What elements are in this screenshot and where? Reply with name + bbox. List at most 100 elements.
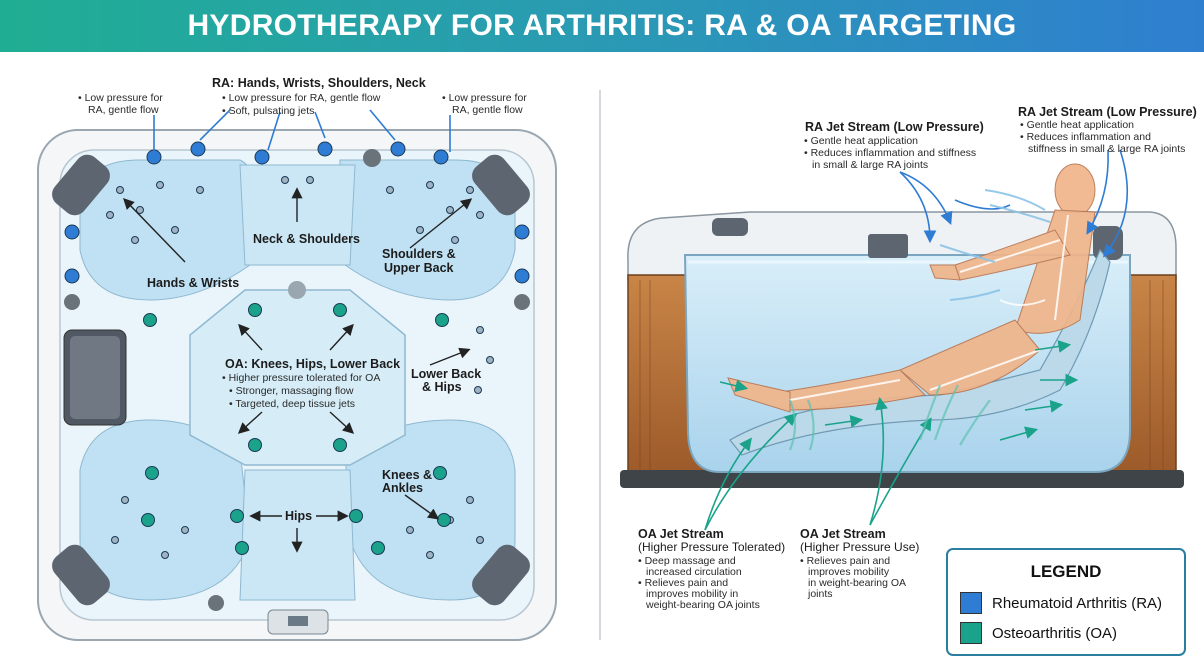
zone-knees-line-1: Knees & (382, 468, 432, 482)
oa-jet-callout-1: OA Jet Stream (Higher Pressure Tolerated… (638, 527, 785, 611)
legend-item-ra: Rheumatoid Arthritis (RA) (960, 592, 1162, 614)
jet-nozzle (121, 496, 129, 504)
ra-jets-top-view (64, 141, 530, 284)
title-banner: HYDROTHERAPY FOR ARTHRITIS: RA & OA TARG… (0, 0, 1204, 52)
jet-nozzle (416, 226, 424, 234)
oa-jet (248, 303, 262, 317)
ra2-line-2: • Reduces inflammation and (1020, 131, 1151, 143)
jet-nozzle (446, 206, 454, 214)
ra-jet-callout-1: RA Jet Stream (Low Pressure) • Gentle he… (804, 120, 984, 171)
ra-jet (190, 141, 206, 157)
jet-nozzle (171, 226, 179, 234)
oa-jet (230, 509, 244, 523)
ra-header-line-2: • Soft, pulsating jets (222, 105, 314, 117)
jet-nozzle (406, 526, 414, 534)
zone-hips: Hips (285, 509, 312, 523)
ra1-line-3: in small & large RA joints (812, 159, 928, 171)
oa2-line-4: joints (807, 588, 833, 600)
ra-stream-arrows (899, 149, 1129, 258)
legend-label-oa: Osteoarthritis (OA) (992, 624, 1118, 642)
oa-jet (333, 303, 347, 317)
legend-title: LEGEND (1030, 562, 1102, 581)
zone-shoulders-line-1: Shoulders & (382, 247, 456, 261)
ra-water-jets (939, 189, 1051, 301)
ra-header-callout: RA: Hands, Wrists, Shoulders, Neck • Low… (212, 76, 426, 117)
zone-hands-wrists: Hands & Wrists (147, 276, 239, 290)
ra-jet (390, 141, 406, 157)
ra-header-title: RA: Hands, Wrists, Shoulders, Neck (212, 76, 426, 90)
oa-jet (235, 541, 249, 555)
jet-nozzle (281, 176, 289, 184)
legend-item-oa: Osteoarthritis (OA) (960, 622, 1117, 644)
oa1-line-2: increased circulation (646, 566, 742, 578)
oa-jet (333, 438, 347, 452)
jet-nozzle (486, 356, 494, 364)
jet-nozzle (386, 186, 394, 194)
zone-neck-shoulders: Neck & Shoulders (253, 232, 360, 246)
jet-nozzle (196, 186, 204, 194)
oa2-title: OA Jet Stream (800, 527, 886, 541)
oa-jet (248, 438, 262, 452)
jet-nozzle (116, 186, 124, 194)
ra2-title: RA Jet Stream (Low Pressure) (1018, 105, 1197, 119)
zone-arrows (123, 187, 473, 553)
oa2-line-1: • Relieves pain and (800, 555, 890, 567)
oa-water-jets (788, 384, 991, 451)
ra-jet (254, 149, 270, 165)
oa-jet (435, 313, 449, 327)
zone-knees-line-2: Ankles (382, 481, 423, 495)
jet-nozzle (136, 206, 144, 214)
jet-nozzle (426, 181, 434, 189)
ra-jet (146, 149, 162, 165)
legend-box: LEGEND Rheumatoid Arthritis (RA) Osteoar… (946, 548, 1186, 656)
oa-jet (437, 513, 451, 527)
oa2-line-2: improves mobility (808, 566, 890, 578)
ra-jet (317, 141, 333, 157)
legend-swatch-ra (960, 592, 982, 614)
jet-nozzle (474, 386, 482, 394)
ra2-line-3: stiffness in small & large RA joints (1028, 143, 1185, 155)
oa-jet (371, 541, 385, 555)
ra-jet (64, 268, 80, 284)
jet-nozzle (161, 551, 169, 559)
ra1-line-1: • Gentle heat application (804, 135, 918, 147)
oa2-subtitle: (Higher Pressure Use) (800, 540, 919, 554)
jet-nozzle (476, 536, 484, 544)
ra1-title: RA Jet Stream (Low Pressure) (805, 120, 984, 134)
zone-shoulders-line-2: Upper Back (384, 261, 454, 275)
low-left-line-2: RA, gentle flow (88, 104, 159, 116)
oa-jet (141, 513, 155, 527)
ra-jet (433, 149, 449, 165)
oa-jet-callout-2: OA Jet Stream (Higher Pressure Use) • Re… (800, 527, 919, 600)
jet-nozzle (111, 536, 119, 544)
oa-center-line-2: • Stronger, massaging flow (229, 385, 354, 397)
ra-jet (64, 224, 80, 240)
oa-jet (433, 466, 447, 480)
oa-center-line-1: • Higher pressure tolerated for OA (222, 372, 380, 384)
oa-jet (145, 466, 159, 480)
oa1-subtitle: (Higher Pressure Tolerated) (638, 540, 785, 554)
legend-swatch-oa (960, 622, 982, 644)
oa-center-title: OA: Knees, Hips, Lower Back (225, 357, 400, 371)
oa-center-callout: OA: Knees, Hips, Lower Back • Higher pre… (222, 357, 400, 410)
jet-nozzle (131, 236, 139, 244)
jet-nozzle (476, 211, 484, 219)
oa1-line-5: weight-bearing OA joints (645, 599, 760, 611)
page-title: HYDROTHERAPY FOR ARTHRITIS: RA & OA TARG… (187, 9, 1017, 42)
oa1-line-4: improves mobility in (646, 588, 738, 600)
jet-nozzle (181, 526, 189, 534)
jet-nozzle (451, 236, 459, 244)
ra-jet (514, 224, 530, 240)
oa-stream-arrows (704, 340, 1079, 531)
zone-lowback-line-1: Lower Back (411, 367, 481, 381)
low-right-line-1: • Low pressure for (442, 92, 527, 104)
oa-jet (349, 509, 363, 523)
oa1-line-1: • Deep massage and (638, 555, 736, 567)
oa2-line-3: in weight-bearing OA (808, 577, 906, 589)
ra1-line-2: • Reduces inflammation and stiffness (804, 147, 976, 159)
tub-side-view (620, 163, 1184, 488)
low-left-line-1: • Low pressure for (78, 92, 163, 104)
oa1-title: OA Jet Stream (638, 527, 724, 541)
oa-jet (143, 313, 157, 327)
